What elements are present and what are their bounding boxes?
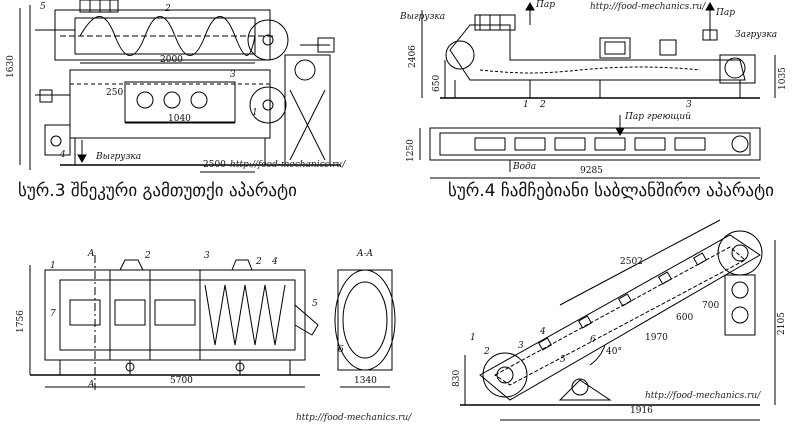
screw-scalder-drawing [0, 0, 380, 178]
fig5-dim-height: 1756 [16, 310, 26, 333]
fig5-number-4: 4 [272, 257, 278, 267]
fig3-dim-length-bottom: 2500 [203, 160, 226, 170]
fig3-number-3: 3 [230, 70, 236, 80]
fig5-dim-width: 1340 [354, 376, 377, 386]
fig4-source-url: http://food-mechanics.ru/ [590, 2, 706, 12]
fig4-dim-height-right: 1035 [778, 67, 788, 90]
fig6-number-6: 6 [590, 335, 596, 345]
fig5-dim-length: 5700 [170, 376, 193, 386]
fig4-number-2: 2 [540, 100, 546, 110]
fig3-dim-small: 250 [106, 88, 124, 98]
fig6-number-2: 2 [484, 347, 490, 357]
fig4-label-steam-2: Пар [716, 8, 735, 18]
fig6-number-4: 4 [540, 327, 546, 337]
fig6-dim-d1: 600 [676, 313, 694, 323]
inclined-conveyor-drawing [440, 215, 800, 440]
fig6-dim-angle: 40° [606, 347, 622, 357]
fig3-number-2: 2 [165, 4, 171, 14]
fig4-label-water: Вода [513, 162, 537, 172]
fig4-dim-length: 9285 [580, 166, 603, 176]
fig3-dim-height: 1630 [6, 55, 16, 78]
fig6-source-url: http://food-mechanics.ru/ [645, 391, 761, 401]
fig6-dim-d2: 700 [702, 301, 720, 311]
figure-3-screw-scalder: 5 2 3 4 1 2000 1040 250 2500 1630 Выгруз… [0, 0, 380, 178]
fig5-section-aa: A-A [357, 249, 374, 259]
caption-figure-4: სურ.4 ჩამჩებიანი საბლანშირო აპარატი [448, 181, 774, 201]
figure-4-bucket-blancher: Пар http://food-mechanics.ru/ Пар Загруз… [400, 0, 800, 180]
fig6-dim-height-left: 830 [452, 369, 462, 387]
drum-blancher-drawing [0, 235, 420, 445]
fig3-number-5: 5 [40, 2, 46, 12]
fig5-source-url: http://food-mechanics.ru/ [296, 413, 412, 423]
fig6-dim-height-right: 2105 [777, 312, 787, 335]
fig4-label-steam-heat: Пар греющий [625, 112, 691, 122]
fig5-number-1: 1 [50, 261, 56, 271]
fig3-source-url: http://food-mechanics.ru/ [230, 160, 346, 170]
fig5-number-5: 5 [312, 299, 318, 309]
fig4-dim-height-total: 2406 [408, 45, 418, 68]
fig4-number-3: 3 [686, 100, 692, 110]
fig3-label-out: Выгрузка [96, 152, 142, 162]
caption-figure-3: სურ.3 შნეკური გამთუთქი აპარატი [18, 181, 297, 201]
fig6-dim-len-bottom: 1916 [630, 406, 653, 416]
fig4-dim-plan-width: 1250 [406, 139, 416, 162]
figure-6-inclined-conveyor: 2502 1970 40° 600 700 1916 830 2105 1 2 … [440, 215, 800, 440]
fig4-number-1: 1 [523, 100, 529, 110]
fig5-number-3: 3 [204, 251, 210, 261]
fig6-number-3: 3 [518, 341, 524, 351]
fig3-dim-length-top: 2000 [160, 55, 183, 65]
fig6-dim-len-mid: 1970 [645, 333, 668, 343]
fig6-dim-len-top: 2502 [620, 257, 643, 267]
fig4-dim-height-low: 650 [432, 74, 442, 92]
fig5-section-a-bottom: A [88, 380, 95, 390]
fig4-label-steam-1: Пар [536, 0, 555, 10]
fig5-number-2b: 2 [256, 257, 262, 267]
fig6-number-5: 5 [560, 355, 566, 365]
fig6-number-1: 1 [470, 333, 476, 343]
fig4-label-load: Загрузка [735, 30, 778, 40]
fig5-number-7: 7 [50, 309, 56, 319]
figure-5-drum-blancher: A A A-A 1 2 3 2 4 5 6 7 5700 1340 1756 h… [0, 235, 420, 445]
bucket-blancher-drawing [400, 0, 800, 180]
fig3-number-1: 1 [252, 108, 258, 118]
fig5-number-2a: 2 [145, 251, 151, 261]
fig4-label-out: Выгрузка [400, 12, 446, 22]
fig5-number-6: 6 [338, 345, 344, 355]
fig3-dim-length-mid: 1040 [168, 114, 191, 124]
fig5-section-a-top: A [88, 249, 95, 259]
fig3-number-4: 4 [60, 150, 66, 160]
